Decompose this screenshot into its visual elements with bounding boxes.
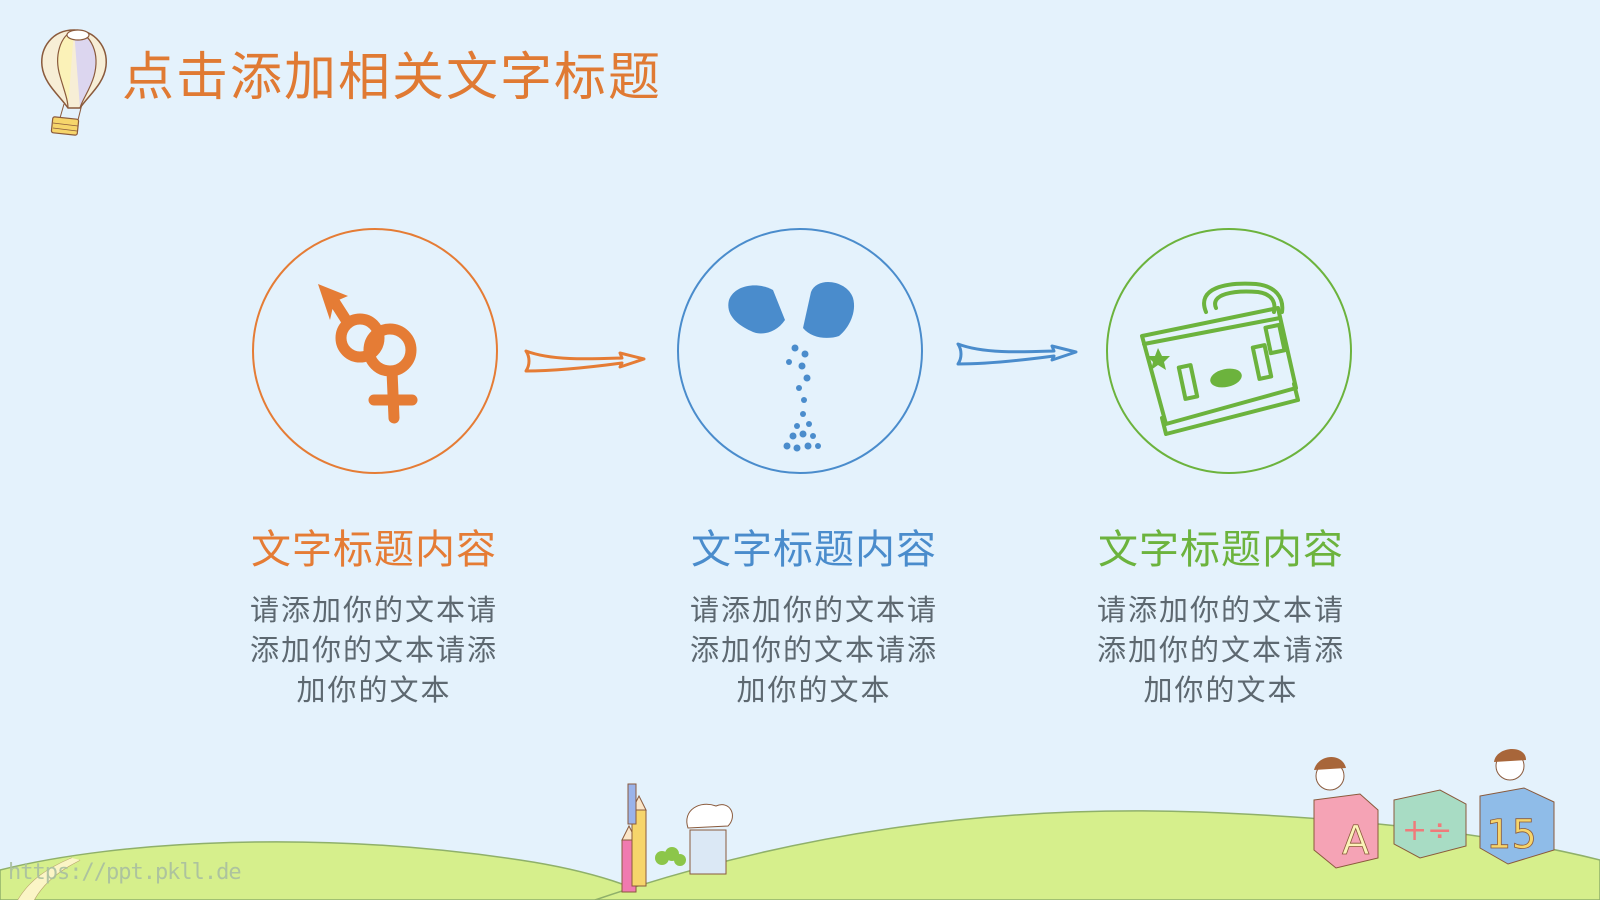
body-line: 加你的文本 bbox=[296, 673, 452, 707]
step-1-card: 文字标题内容 请添加你的文本请 添加你的文本请添 加你的文本 bbox=[224, 524, 524, 710]
hot-air-balloon-icon bbox=[41, 29, 107, 136]
hills-scenery: A +÷ 15 bbox=[0, 748, 1600, 900]
step-3-circle bbox=[1106, 228, 1356, 478]
watermark-url: https://ppt.pkll.de bbox=[8, 860, 242, 885]
body-line: 添加你的文本请添 bbox=[1096, 633, 1345, 667]
step-3-body: 请添加你的文本请 添加你的文本请添 加你的文本 bbox=[1071, 590, 1371, 710]
step-2-heading: 文字标题内容 bbox=[691, 527, 937, 573]
gender-symbols-icon bbox=[318, 284, 418, 424]
step-3-card: 文字标题内容 请添加你的文本请 添加你的文本请添 加你的文本 bbox=[1071, 524, 1371, 710]
body-line: 加你的文本 bbox=[736, 673, 892, 707]
body-line: 请添加你的文本请 bbox=[689, 593, 938, 627]
page-title: 点击添加相关文字标题 bbox=[122, 48, 663, 108]
arrow-right-icon bbox=[956, 342, 1078, 366]
body-line: 添加你的文本请添 bbox=[689, 633, 938, 667]
step-2-card: 文字标题内容 请添加你的文本请 添加你的文本请添 加你的文本 bbox=[664, 524, 964, 710]
step-3-ring bbox=[1106, 228, 1352, 474]
kids-on-blocks-icon: A +÷ 15 bbox=[1313, 748, 1555, 869]
step-1-body: 请添加你的文本请 添加你的文本请添 加你的文本 bbox=[224, 590, 524, 710]
body-line: 请添加你的文本请 bbox=[1096, 593, 1345, 627]
body-line: 请添加你的文本请 bbox=[249, 593, 498, 627]
arrow-right-icon bbox=[524, 349, 646, 373]
step-2-ring bbox=[677, 228, 923, 474]
svg-text:A: A bbox=[1342, 818, 1370, 864]
svg-text:+÷: +÷ bbox=[1402, 813, 1452, 848]
step-2-circle bbox=[677, 228, 927, 478]
step-1-ring bbox=[252, 228, 498, 474]
step-1-circle bbox=[252, 228, 502, 478]
svg-text:15: 15 bbox=[1486, 812, 1537, 858]
step-2-body: 请添加你的文本请 添加你的文本请添 加你的文本 bbox=[664, 590, 964, 710]
step-3-heading: 文字标题内容 bbox=[1098, 527, 1344, 573]
pencil-castle-icon bbox=[621, 783, 733, 893]
body-line: 加你的文本 bbox=[1143, 673, 1299, 707]
open-capsule-pill-icon bbox=[728, 281, 855, 452]
body-line: 添加你的文本请添 bbox=[249, 633, 498, 667]
step-1-heading: 文字标题内容 bbox=[251, 527, 497, 573]
school-bag-icon bbox=[1140, 281, 1300, 436]
